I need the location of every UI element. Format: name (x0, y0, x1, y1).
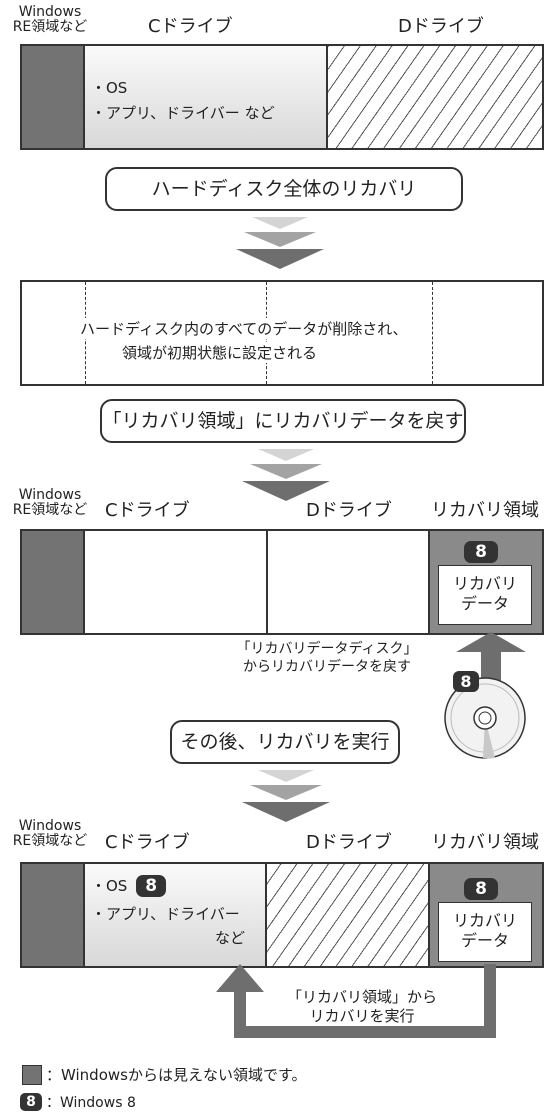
win8-badge-os: 8 (136, 875, 167, 897)
d-drive-label-4: Dドライブ (306, 832, 392, 853)
recovery-execute-arrow (216, 964, 496, 1038)
up-arrow-disc (456, 632, 526, 692)
down-arrow-3 (242, 770, 330, 822)
step-full-recovery: ハードディスク全体のリカバリ (105, 167, 463, 211)
execute-note: 「リカバリ領域」から リカバリを実行 (286, 988, 437, 1025)
disk-bar-initial: ・OS ・アプリ、ドライバー など (20, 44, 544, 150)
c-drive-area: ・OS ・アプリ、ドライバー など (85, 46, 328, 148)
step-restore-recovery-data: 「リカバリ領域」にリカバリデータを戻す (100, 399, 466, 443)
c-drive-area-4: ・OS 8 ・アプリ、ドライバー など (85, 864, 267, 966)
apps-bullet-4: ・アプリ、ドライバー (91, 905, 240, 923)
d-drive-label-3: Dドライブ (306, 500, 392, 521)
recovery-area-4: 8 リカバリ データ (428, 864, 542, 966)
c-drive-label: Cドライブ (148, 16, 233, 37)
recovery-disc-icon: 8 (444, 671, 526, 759)
cleared-message-line2: 領域が初期状態に設定される (122, 342, 318, 363)
windows-re-label-4: Windows RE領域など (12, 818, 88, 849)
disk-bar-restored: 8 リカバリ データ (20, 529, 544, 635)
step-execute-recovery: その後、リカバリを実行 (170, 720, 400, 764)
apps-bullet: ・アプリ、ドライバー など (91, 104, 275, 122)
recovery-area-label-4: リカバリ領域 (431, 832, 539, 853)
recovery-data-box-4: リカバリ データ (438, 902, 532, 962)
down-arrow-1 (236, 217, 324, 269)
win8-badge-3: 8 (464, 541, 498, 563)
os-bullet: ・OS (91, 79, 128, 97)
windows-re-area (22, 46, 85, 148)
c-d-divider-3 (266, 531, 268, 633)
windows-re-area-4 (22, 864, 85, 966)
windows-re-area-3 (22, 531, 85, 633)
d-drive-label: Dドライブ (398, 16, 484, 37)
legend-badge-icon: 8 (20, 1091, 42, 1111)
win8-badge-4: 8 (464, 878, 498, 900)
down-arrow-2 (242, 449, 330, 501)
c-drive-label-4: Cドライブ (105, 832, 190, 853)
legend-badge-text: ：Windows 8 (46, 1095, 136, 1111)
svg-text:8: 8 (460, 672, 471, 691)
apps-bullet-4b: など (215, 929, 246, 947)
disk-bar-final: ・OS 8 ・アプリ、ドライバー など 8 リカバリ データ (20, 862, 544, 968)
d-drive-area (328, 46, 542, 148)
disk-bar-cleared: ハードディスク内のすべてのデータが削除され、 領域が初期状態に設定される (20, 280, 544, 386)
cleared-message-line1: ハードディスク内のすべてのデータが削除され、 (80, 318, 408, 339)
os-bullet-4: ・OS 8 (91, 874, 167, 898)
recovery-area-label-3: リカバリ領域 (431, 500, 539, 521)
legend-gray-swatch (22, 1065, 42, 1085)
legend-gray-text: ：Windowsからは見えない領域です。 (46, 1066, 307, 1084)
divider-3 (432, 282, 433, 384)
disc-restore-note: 「リカバリデータディスク」 からリカバリデータを戻す (236, 641, 418, 675)
recovery-data-box-3: リカバリ データ (438, 565, 532, 625)
windows-re-label-3: Windows RE領域など (12, 487, 88, 518)
d-drive-area-4 (267, 864, 431, 966)
c-drive-label-3: Cドライブ (105, 500, 190, 521)
windows-re-label: Windows RE領域など (12, 4, 88, 35)
recovery-area-3: 8 リカバリ データ (428, 531, 542, 633)
